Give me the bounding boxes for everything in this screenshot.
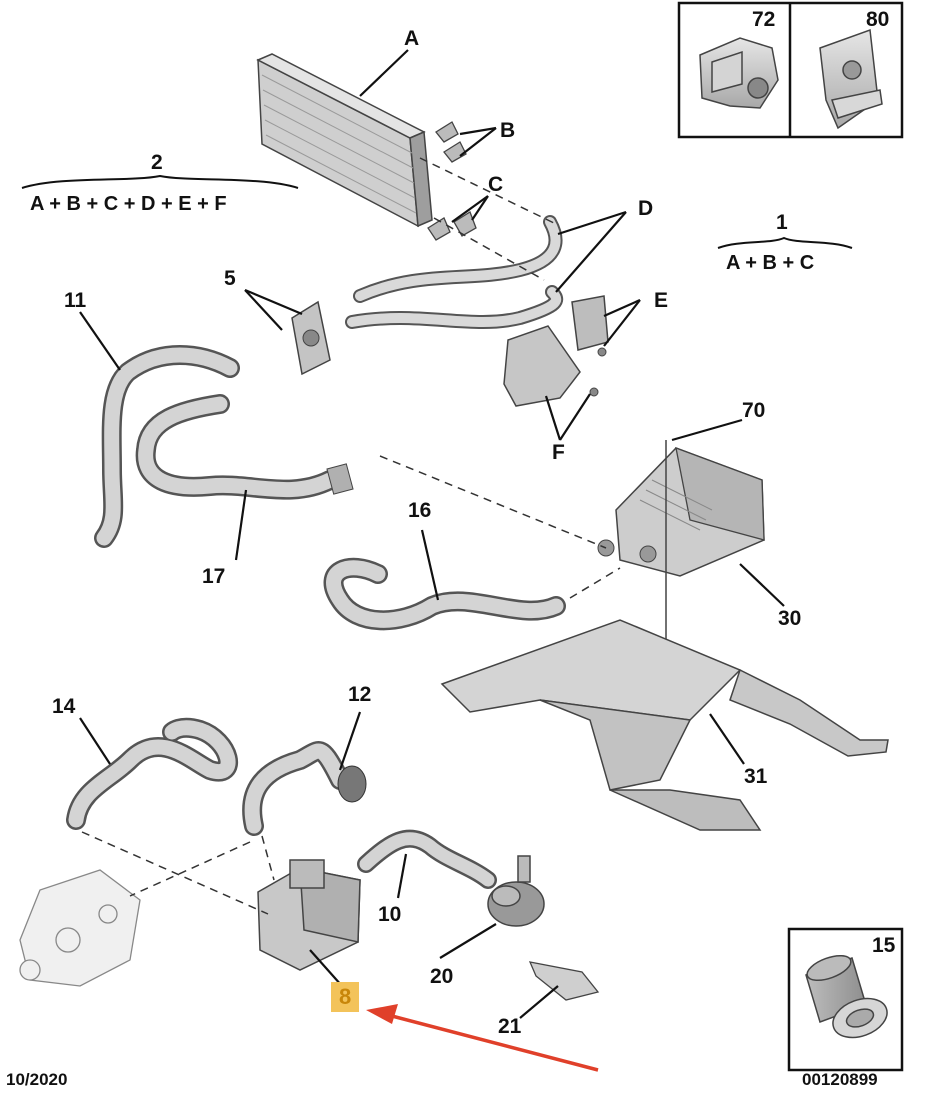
highlight-arrow xyxy=(366,1004,599,1072)
engine-block xyxy=(19,869,141,987)
label-5: 5 xyxy=(224,267,236,290)
expansion-tank-30 xyxy=(597,440,765,690)
hose-16 xyxy=(323,557,566,631)
label-B: B xyxy=(500,119,516,142)
clips-b xyxy=(435,121,467,163)
formula-kit-2: A + B + C + D + E + F xyxy=(30,193,227,215)
heater-core xyxy=(256,53,433,228)
label-10: 10 xyxy=(378,903,402,926)
label-12: 12 xyxy=(348,683,372,706)
cooler-8 xyxy=(257,859,361,971)
leader-lines xyxy=(79,49,785,1019)
label-16: 16 xyxy=(408,499,432,522)
label-E: E xyxy=(654,289,669,312)
label-20: 20 xyxy=(430,965,454,988)
bracket-f xyxy=(503,325,599,407)
pump-20 xyxy=(487,855,545,927)
hose-17 xyxy=(135,394,354,500)
hose-14 xyxy=(66,717,238,830)
label-kit-1: 1 xyxy=(776,211,788,234)
sleeve-15-icon xyxy=(805,954,888,1039)
bracket-e xyxy=(571,295,609,357)
label-31: 31 xyxy=(744,765,768,788)
label-F: F xyxy=(552,441,565,464)
label-14: 14 xyxy=(52,695,76,718)
brace-kit-2 xyxy=(21,174,299,189)
footer-date: 10/2020 xyxy=(6,1070,68,1089)
box-label-15: 15 xyxy=(872,934,896,957)
brace-kit-1 xyxy=(717,236,853,249)
inset-box-72-80 xyxy=(677,1,904,139)
hose-10 xyxy=(357,829,497,889)
label-21: 21 xyxy=(498,1015,522,1038)
label-70: 70 xyxy=(742,399,766,422)
clip-80-icon xyxy=(819,28,883,130)
hose-11 xyxy=(94,345,240,548)
box-label-72: 72 xyxy=(752,8,776,31)
formula-kit-1: A + B + C xyxy=(726,252,815,274)
label-kit-2: 2 xyxy=(151,151,163,174)
flange-5 xyxy=(291,300,331,376)
label-8-highlighted: 8 xyxy=(331,982,360,1012)
hose-12 xyxy=(242,741,367,836)
label-11: 11 xyxy=(64,289,87,312)
clips-c xyxy=(427,211,477,241)
label-C: C xyxy=(488,173,504,196)
label-17: 17 xyxy=(202,565,226,588)
footer-code: 00120899 xyxy=(802,1070,878,1089)
label-30: 30 xyxy=(778,607,802,630)
frame-31 xyxy=(440,619,889,831)
dashed-connectors xyxy=(81,157,621,915)
label-A: A xyxy=(404,27,420,50)
box-label-80: 80 xyxy=(866,8,890,31)
pipes-d xyxy=(345,215,563,329)
bracket-21 xyxy=(528,961,600,1001)
inset-box-15 xyxy=(787,927,904,1072)
label-D: D xyxy=(638,197,654,220)
clip-72-icon xyxy=(699,37,779,109)
